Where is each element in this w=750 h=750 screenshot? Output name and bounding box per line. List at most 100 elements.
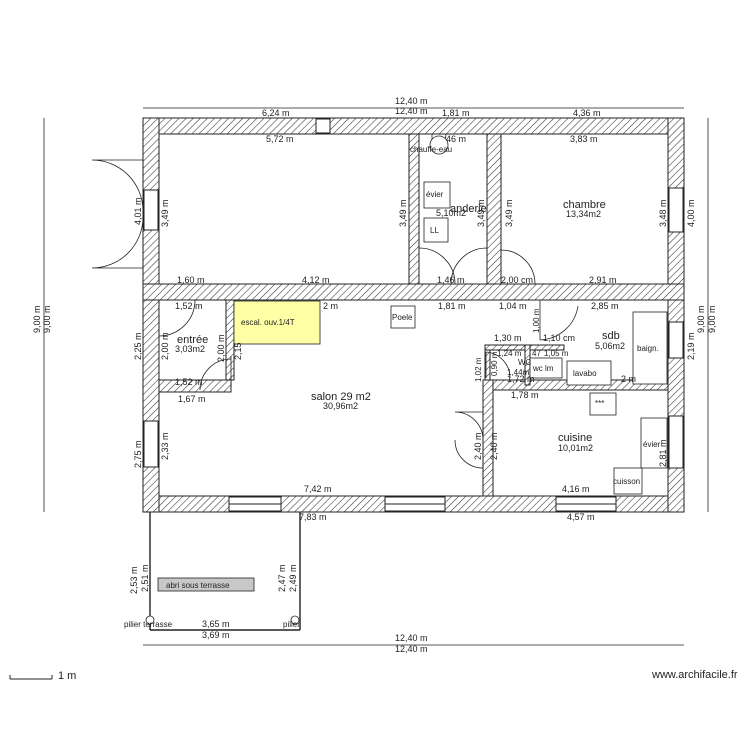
dim-bottom-742: 7,42 m [304, 484, 332, 494]
dim-entree-h2: 2,00 m [216, 334, 226, 362]
dim-top-total-a: 12,40 m [395, 96, 428, 106]
pilier-right-label: pilier [283, 620, 300, 629]
dim-wc-v090: 0,90 m [490, 351, 499, 376]
dim-bottom-total-b: 12,40 m [395, 644, 428, 654]
dim-in-left-width: 5,72 m [266, 134, 294, 144]
room-salon-area: 30,96m2 [323, 401, 358, 411]
chauffe-eau-circle [429, 135, 449, 155]
dimension-lines [43, 107, 709, 646]
dim-sdb-130: 1,30 m [494, 333, 522, 343]
bathtub-label: baign. [637, 344, 659, 353]
dim-entree-below: 1,67 m [178, 394, 206, 404]
dim-right-wall-h: 4,00 m [686, 199, 696, 227]
dim-top-right: 4,36 m [573, 108, 601, 118]
room-chambre-name: chambre [563, 199, 606, 211]
dim-salon-240a: 2,40 m [473, 432, 483, 460]
dim-sdb-v100: 1,00 m [532, 308, 541, 333]
dim-in-ch-width: 3,83 m [570, 134, 598, 144]
pilier-left-label: pilier terrasse [124, 620, 173, 629]
dim-buand-h-left: 3,49 m [398, 199, 408, 227]
dim-bottom-783: 7,83 m [299, 512, 327, 522]
lavabo-box [566, 360, 612, 386]
bathtub [632, 311, 668, 385]
dim-left-wall-h: 4,01 m [133, 197, 143, 225]
poele-box [390, 305, 416, 329]
evier-buanderie-label: évier [426, 190, 444, 199]
room-sdb-name: sdb [602, 330, 620, 342]
terrace-frame [145, 512, 301, 631]
evier-buanderie-box [423, 181, 451, 209]
watermark: www.archifacile.fr [652, 669, 738, 681]
room-cuisine-area: 10,01m2 [558, 443, 593, 453]
dim-bottom-457: 4,57 m [567, 512, 595, 522]
dim-top-left: 6,24 m [262, 108, 290, 118]
scale-bar [9, 675, 53, 680]
room-labels: chambre 13,34m2 anderie 5,10m2 entrée 3,… [175, 199, 625, 453]
windows [143, 118, 684, 512]
dim-sdb-219: 2,19 m [686, 332, 696, 360]
dim-living-h: 3,49 m [160, 199, 170, 227]
dim-sdb-105: 1,05 m [544, 349, 569, 358]
stair-label: escal. ouv.1/4T [241, 318, 295, 327]
ll-box [423, 217, 449, 243]
dim-right-h-900b: 9,00 m [707, 305, 717, 333]
dim-bottom-416: 4,16 m [562, 484, 590, 494]
dim-sdb-178: 1,78 m [511, 390, 539, 400]
dim-mid-146: 1,46 m [437, 275, 465, 285]
dim-terr-253: 2,53 m [129, 566, 139, 594]
cuisson-label: cuisson [613, 477, 640, 486]
dim-r2-181: 1,81 m [438, 301, 466, 311]
room-sdb-area: 5,06m2 [595, 341, 625, 351]
dim-terr-251: 2,51 m [140, 564, 150, 592]
dim-sdb-110cm: 1,10 cm [543, 333, 575, 343]
dim-r2-152: 1,52 m [175, 301, 203, 311]
abri-box [157, 577, 255, 592]
room-entree-name: entrée [177, 334, 208, 346]
dim-left-h-900b: 9,00 m [42, 305, 52, 333]
dim-top-total-b: 12,40 m [395, 106, 428, 116]
room-wc-name: WC [518, 358, 532, 367]
fixtures [157, 135, 668, 592]
poele-label: Poele [392, 313, 413, 322]
room-wc-area: 1,44m [507, 368, 530, 377]
ll-label: LL [430, 226, 439, 235]
evier-cuisine-label: évier [643, 440, 661, 449]
dim-mid-160: 1,60 m [177, 275, 205, 285]
wc-bowl-box [529, 357, 563, 379]
room-buanderie-area: 5,10m2 [436, 208, 466, 218]
cooktop-box [589, 392, 617, 416]
dim-terr-365: 3,65 m [202, 619, 230, 629]
cooktop-label: *** [595, 399, 604, 408]
scale-label: 1 m [58, 670, 77, 682]
dim-right-h-900a: 9,00 m [696, 305, 706, 333]
dim-cuisine-281: 2,81 m [658, 439, 668, 467]
dim-terr-249: 2,49 m [288, 564, 298, 592]
dim-wc-v102: 1,02 m [474, 357, 483, 382]
dim-mid-412: 4,12 m [302, 275, 330, 285]
dimension-labels-horizontal: 12,40 m 12,40 m 6,24 m 1,81 m 4,36 m 5,7… [175, 96, 636, 654]
counter [640, 417, 668, 469]
doors [91, 133, 579, 469]
dim-r2-104: 1,04 m [499, 301, 527, 311]
lavabo-label: lavabo [573, 369, 597, 378]
dim-ch-h-right: 3,48 m [658, 199, 668, 227]
room-cuisine-name: cuisine [558, 432, 592, 444]
fixture-labels: escal. ouv.1/4T Poele chauffe-eau évier … [124, 145, 661, 629]
room-buanderie-name: anderie [450, 203, 487, 215]
cuisson-box [613, 467, 643, 495]
dim-in-buand-width: 46 m [446, 134, 466, 144]
dimension-labels-vertical: 4,01 m 3,49 m 3,49 m 3,49 m 3,49 m 3,48 … [32, 197, 717, 594]
stair-block [233, 300, 321, 345]
dim-r2-2m: 2 m [323, 301, 338, 311]
dim-terr-247: 2,47 m [277, 564, 287, 592]
dim-salon-left-275: 2,75 m [133, 440, 143, 468]
room-entree-area: 3,03m2 [175, 344, 205, 354]
wc-bowl-label: wc lm [532, 364, 554, 373]
dim-mid-200cm: 2,00 cm [501, 275, 533, 285]
dim-buand-h-right: 3,49 m [476, 199, 486, 227]
abri-label: abri sous terrasse [166, 581, 230, 590]
dim-salon-left-233: 2,33 m [160, 432, 170, 460]
dim-top-mid: 1,81 m [442, 108, 470, 118]
dim-bottom-total-a: 12,40 m [395, 633, 428, 643]
